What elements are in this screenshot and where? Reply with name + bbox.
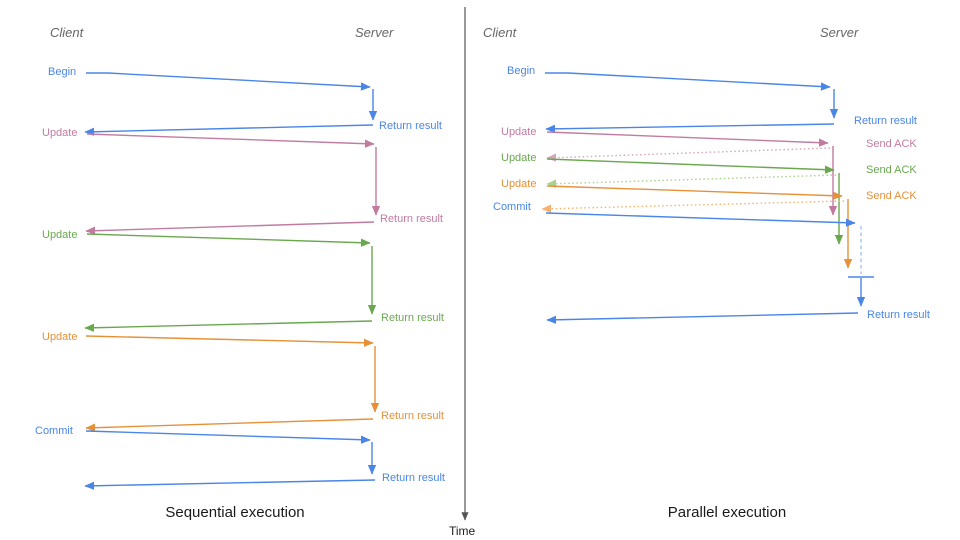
par-client-label: Client (483, 25, 517, 40)
par-send-ack-3-arrow (541, 200, 845, 213)
par-commit-label: Commit (493, 201, 531, 213)
seq-return-result-1-label: Return result (379, 120, 442, 132)
par-update-1-request-arrow (546, 131, 829, 147)
par-send-ack-1-label: Send ACK (866, 138, 917, 150)
seq-commit-label: Commit (35, 425, 73, 437)
time-axis-label: Time (449, 524, 476, 538)
par-commit-request-arrow (545, 212, 856, 227)
seq-return-3-arrow (84, 320, 373, 332)
seq-return-result-4-label: Return result (381, 410, 444, 422)
seq-return-2-arrow (85, 221, 375, 235)
par-send-ack-3-label: Send ACK (866, 190, 917, 202)
par-update-3-label: Update (501, 178, 537, 190)
seq-server-label: Server (355, 25, 394, 40)
seq-update-2-request-arrow (86, 233, 371, 247)
seq-update-3-label: Update (42, 331, 78, 343)
par-title: Parallel execution (667, 504, 787, 521)
seq-return-5-arrow (84, 479, 376, 491)
par-begin-request-arrow (545, 72, 831, 91)
seq-return-1-arrow (84, 124, 374, 136)
par-return-result-2-label: Return result (867, 309, 930, 321)
seq-begin-label: Begin (48, 66, 77, 78)
seq-update-2-label: Update (42, 229, 78, 241)
seq-return-4-arrow (85, 418, 374, 432)
seq-return-result-2-label: Return result (380, 213, 443, 225)
par-return-2-arrow (546, 312, 859, 324)
seq-return-result-5-label: Return result (382, 472, 445, 484)
seq-title: Sequential execution (165, 504, 305, 521)
seq-begin-request-arrow (86, 72, 371, 91)
seq-update-1-request-arrow (86, 133, 375, 148)
seq-update-1-label: Update (42, 127, 78, 139)
par-update-2-request-arrow (546, 158, 835, 174)
par-update-3-request-arrow (546, 185, 843, 200)
seq-commit-request-arrow (85, 430, 371, 444)
seq-client-label: Client (50, 25, 84, 40)
par-server-label: Server (820, 25, 859, 40)
par-return-result-1-label: Return result (854, 115, 917, 127)
par-send-ack-1-arrow (546, 147, 831, 162)
seq-return-result-3-label: Return result (381, 312, 444, 324)
par-send-ack-2-arrow (546, 174, 837, 188)
par-return-1-arrow (545, 123, 835, 134)
par-update-1-label: Update (501, 126, 537, 138)
par-begin-label: Begin (507, 65, 536, 77)
seq-update-3-request-arrow (85, 335, 374, 347)
par-send-ack-2-label: Send ACK (866, 164, 917, 176)
par-update-2-label: Update (501, 152, 537, 164)
